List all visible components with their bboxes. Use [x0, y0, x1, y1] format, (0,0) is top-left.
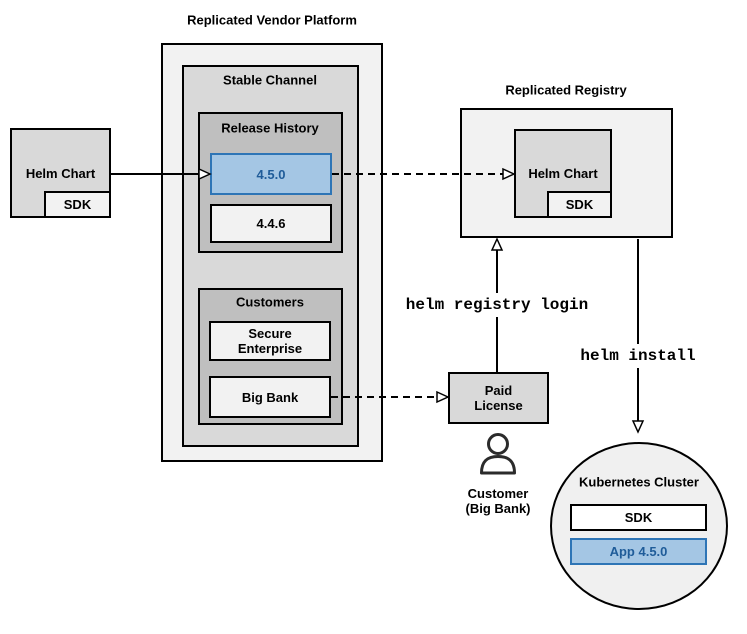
arrow-registry-to-cluster: [631, 239, 645, 434]
stable-channel-label: Stable Channel: [223, 72, 317, 88]
customer-caption: Customer (Big Bank): [466, 486, 531, 516]
source-sdk-label: SDK: [63, 197, 92, 212]
kubernetes-cluster-label: Kubernetes Cluster: [579, 474, 699, 490]
source-helm-chart-label: Helm Chart: [25, 165, 96, 181]
customer-big-bank-box: Big Bank: [209, 376, 331, 418]
source-sdk-box: SDK: [44, 191, 111, 218]
cluster-sdk-box: SDK: [570, 504, 707, 531]
customer-caption-line2: (Big Bank): [465, 501, 531, 516]
vendor-platform-title: Replicated Vendor Platform: [187, 12, 357, 28]
cluster-sdk-label: SDK: [624, 510, 653, 525]
customer-caption-line1: Customer: [467, 486, 529, 501]
release-4-4-6-label: 4.4.6: [256, 216, 286, 231]
release-4-4-6-box: 4.4.6: [210, 204, 332, 243]
registry-sdk-box: SDK: [547, 191, 612, 218]
cluster-app-label: App 4.5.0: [609, 544, 668, 559]
customer-secure-enterprise-box: Secure Enterprise: [209, 321, 331, 361]
customers-label: Customers: [236, 294, 304, 310]
customer-person-icon: [480, 433, 516, 475]
helm-registry-login-label: helm registry login: [400, 293, 594, 317]
release-4-5-0-label: 4.5.0: [256, 166, 286, 182]
cluster-app-box: App 4.5.0: [570, 538, 707, 565]
registry-title: Replicated Registry: [505, 82, 627, 98]
release-4-5-0-box: 4.5.0: [210, 153, 332, 195]
customer-big-bank-label: Big Bank: [241, 389, 299, 405]
registry-sdk-label: SDK: [565, 197, 594, 212]
paid-license-box: Paid License: [448, 372, 549, 424]
paid-license-label: Paid License: [474, 383, 523, 413]
customer-secure-enterprise-label: Secure Enterprise: [237, 326, 303, 356]
helm-install-label: helm install: [575, 344, 701, 368]
release-history-label: Release History: [221, 120, 319, 136]
registry-helm-chart-label: Helm Chart: [528, 166, 598, 181]
